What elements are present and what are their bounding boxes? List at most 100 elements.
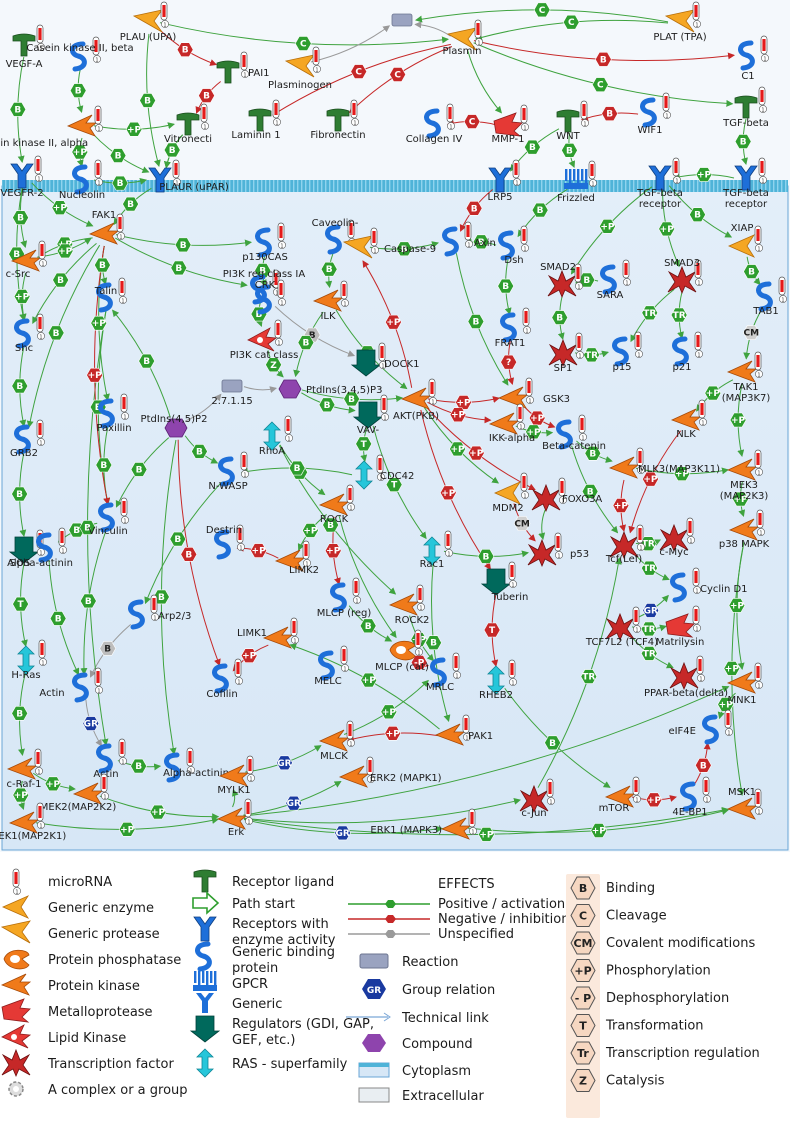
node-pip3[interactable]: PtdIns(3,4,5)P3 bbox=[278, 379, 382, 399]
node-nwasp[interactable]: 1N-WASP bbox=[208, 451, 249, 492]
node-csrc[interactable]: 1c-Src bbox=[6, 240, 47, 280]
node-rxntop[interactable] bbox=[391, 13, 413, 27]
node-cjun[interactable]: 1c-Jun bbox=[519, 778, 555, 819]
node-hras[interactable]: 1H-Ras bbox=[11, 639, 47, 681]
node-4ebp1[interactable]: 14E-BP1 bbox=[672, 776, 711, 818]
node-cmyc[interactable]: 1c-Myc bbox=[659, 517, 695, 558]
node-pip2[interactable]: PtdIns(4,5)P2 bbox=[141, 414, 208, 438]
node-mek1[interactable]: 1MEK1(MAP2K1) bbox=[0, 802, 66, 842]
node-c1[interactable]: 1C1 bbox=[738, 35, 769, 82]
node-craf1[interactable]: 1c-Raf-1 bbox=[7, 748, 43, 790]
